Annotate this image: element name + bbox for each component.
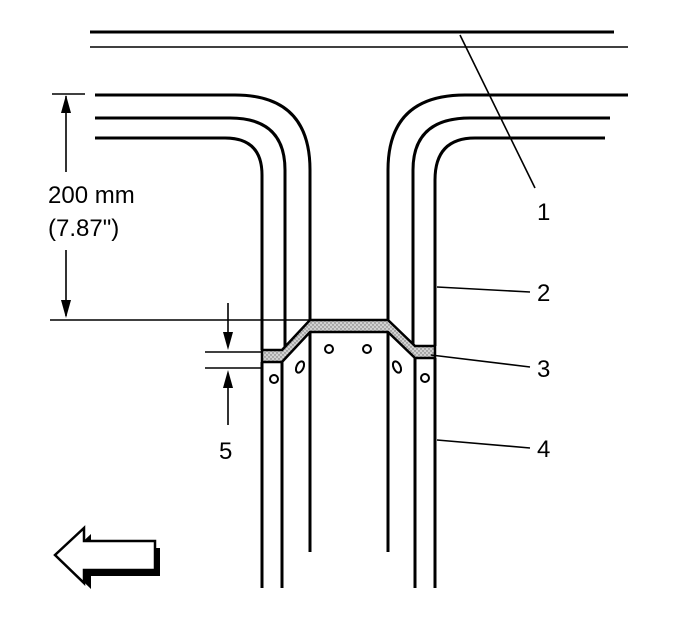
lower-pillar — [260, 332, 437, 588]
forward-arrow-icon — [53, 525, 160, 589]
sealer-bead — [260, 318, 437, 364]
callout-3: 3 — [537, 356, 550, 383]
dimension-200mm — [50, 93, 310, 321]
leader-lines — [430, 34, 536, 449]
callout-1: 1 — [537, 199, 550, 226]
dimension-label-metric: 200 mm — [48, 182, 135, 209]
left-reinforcement — [95, 93, 312, 350]
pillar-holes — [269, 344, 430, 384]
right-reinforcement — [386, 93, 628, 348]
dimension-label-imperial: (7.87") — [48, 215, 119, 242]
callout-2: 2 — [537, 280, 550, 307]
dimension-5 — [205, 303, 262, 425]
roof-panel — [90, 30, 628, 48]
callout-4: 4 — [537, 436, 550, 463]
callout-5: 5 — [219, 438, 232, 465]
